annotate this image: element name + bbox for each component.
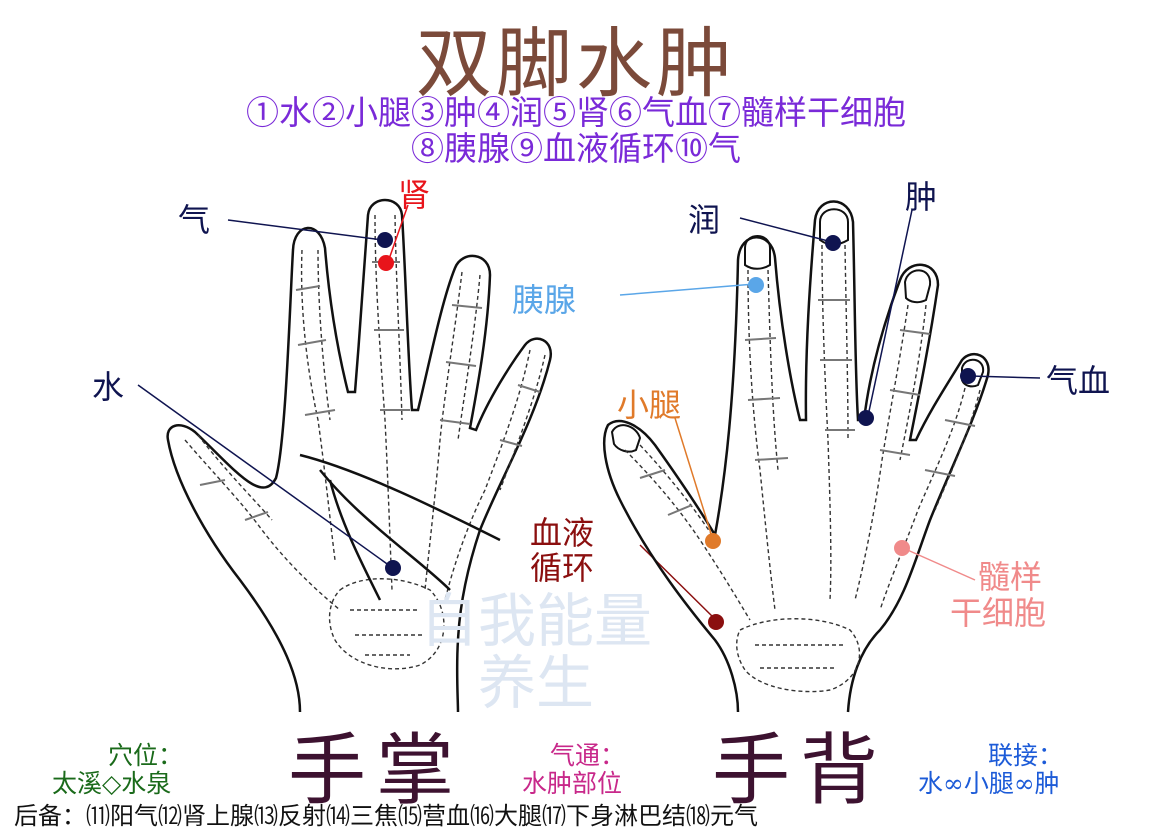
- dot-shen: [378, 255, 394, 271]
- label-shen: 肾: [398, 176, 431, 214]
- leader-shui: [137, 384, 391, 567]
- link-label: 联接：: [988, 741, 1064, 770]
- dot-xueye: [708, 614, 724, 630]
- palm-joint-lines: [199, 261, 541, 521]
- leader-xiaotui: [674, 417, 714, 541]
- leader-qixue: [969, 375, 1041, 379]
- label-run: 润: [688, 201, 721, 239]
- label-xunhuan: 循环: [530, 549, 595, 587]
- back-joint-lines: [639, 299, 976, 516]
- acupoint-value: 太溪◇水泉: [52, 769, 172, 798]
- link-value: 水∞小腿∞肿: [918, 769, 1060, 798]
- label-xiaotui: 小腿: [617, 386, 682, 424]
- acupoint-label: 穴位：: [108, 741, 184, 770]
- watermark-line-1: 自我能量: [420, 587, 653, 655]
- dot-xiaotui: [705, 533, 721, 549]
- watermark: 自我能量 养生: [420, 590, 652, 714]
- label-zhong: 肿: [905, 178, 938, 216]
- leader-suiyang: [902, 547, 976, 581]
- leader-shen: [387, 204, 409, 263]
- dot-yixian: [748, 277, 764, 293]
- dot-shui: [385, 560, 401, 576]
- label-xueye: 血液: [530, 514, 595, 552]
- label-qixue: 气血: [1046, 362, 1111, 400]
- back-bones: [624, 244, 981, 693]
- label-yixian: 胰腺: [512, 281, 577, 319]
- qitong-label: 气通：: [550, 741, 626, 770]
- palm-creases: [299, 453, 501, 601]
- leader-zhong: [867, 209, 913, 417]
- label-qi: 气: [178, 201, 211, 239]
- label-suiyang: 髓样: [978, 558, 1043, 596]
- palm-title: 手掌: [288, 726, 465, 816]
- legend-line-1: ①水②小腿③肿④润⑤肾⑥气血⑦髓样干细胞: [246, 93, 906, 132]
- dot-qi: [377, 232, 393, 248]
- dot-run: [825, 235, 841, 251]
- leader-qi: [227, 219, 384, 241]
- leader-yixian: [619, 283, 756, 296]
- dot-zhong: [858, 410, 874, 426]
- legend-line-2: ⑧胰腺⑨血液循环⑩气: [411, 129, 741, 168]
- back-title: 手背: [712, 726, 889, 816]
- label-shui: 水: [92, 368, 125, 406]
- backup-line: 后备：⑾阳气⑿肾上腺⒀反射⒁三焦⒂营血⒃大腿⒄下身淋巴结⒅元气: [14, 802, 758, 830]
- back-hand-outline: [602, 200, 990, 713]
- watermark-line-2: 养生: [478, 649, 595, 717]
- leader-run: [739, 217, 833, 243]
- qitong-value: 水肿部位: [522, 769, 623, 798]
- page-title: 双脚水肿: [416, 19, 736, 108]
- dot-suiyang: [894, 540, 910, 556]
- label-ganxibao: 干细胞: [950, 594, 1047, 632]
- dot-qixue: [960, 368, 976, 384]
